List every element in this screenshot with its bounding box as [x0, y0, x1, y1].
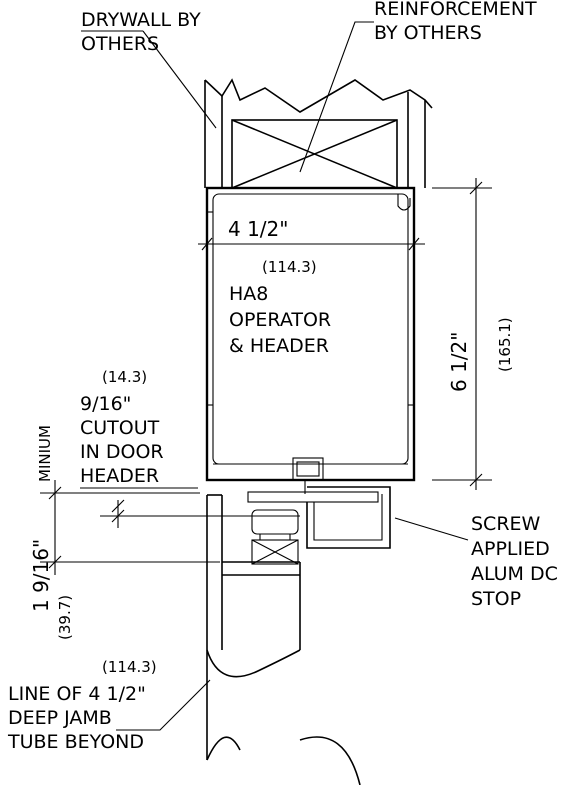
operator-header-housing	[205, 186, 416, 494]
drywall-note: DRYWALL BY OTHERS	[81, 9, 207, 55]
jamb-note-line: DEEP JAMB	[8, 707, 112, 729]
width-dimension-mm: (114.3)	[262, 258, 317, 276]
stop-note-line: SCREW	[471, 513, 541, 535]
minimum-dimension-label: 1 9/16"	[29, 539, 53, 612]
reinforcement-note: REINFORCEMENT BY OTHERS	[374, 0, 543, 44]
notes: DRYWALL BY OTHERS REINFORCEMENT BY OTHER…	[7, 0, 564, 753]
door-and-jamb-section	[206, 486, 391, 785]
minimum-dimension-note: MINIUM	[36, 425, 54, 482]
stop-note-line: ALUM DC	[471, 563, 558, 585]
jamb-note-line: TUBE BEYOND	[7, 731, 144, 753]
cutout-note-line: HEADER	[80, 465, 159, 487]
height-dimension-label: 6 1/2"	[447, 332, 471, 392]
height-dimension: 6 1/2" (165.1)	[432, 178, 514, 490]
minimum-dimension: MINIUM 1 9/16" (39.7)	[29, 425, 220, 640]
drywall-note-line: DRYWALL BY	[81, 9, 201, 31]
stop-note: SCREW APPLIED ALUM DC STOP	[471, 513, 564, 610]
height-dimension-mm: (165.1)	[496, 317, 514, 372]
reinforcement-note-line: REINFORCEMENT	[374, 0, 537, 20]
width-dimension: 4 1/2" (114.3)	[198, 217, 425, 276]
reinforcement-note-line: BY OTHERS	[374, 22, 482, 44]
operator-note-line: & HEADER	[229, 335, 329, 357]
operator-note-line: HA8	[229, 283, 268, 305]
cutout-note-line: 9/16"	[80, 393, 131, 415]
operator-note-line: OPERATOR	[229, 309, 331, 331]
stop-note-line: APPLIED	[471, 538, 550, 560]
cutout-dimension-mm: (14.3)	[102, 368, 147, 386]
drywall-note-line: OTHERS	[81, 33, 159, 55]
stop-note-line: STOP	[471, 588, 521, 610]
jamb-note-line: LINE OF 4 1/2"	[8, 683, 146, 705]
width-dimension-label: 4 1/2"	[228, 217, 288, 241]
wall-section	[204, 78, 433, 189]
cutout-note: 9/16" CUTOUT IN DOOR HEADER	[80, 393, 170, 487]
cutout-note-line: CUTOUT	[80, 417, 160, 439]
minimum-dimension-mm: (39.7)	[56, 595, 74, 640]
jamb-dimension-mm: (114.3)	[102, 658, 157, 676]
cutout-dimension: (14.3)	[100, 368, 300, 528]
cutout-note-line: IN DOOR	[80, 441, 164, 463]
jamb-note: LINE OF 4 1/2" DEEP JAMB TUBE BEYOND	[7, 683, 152, 753]
operator-note: HA8 OPERATOR & HEADER	[229, 283, 337, 357]
